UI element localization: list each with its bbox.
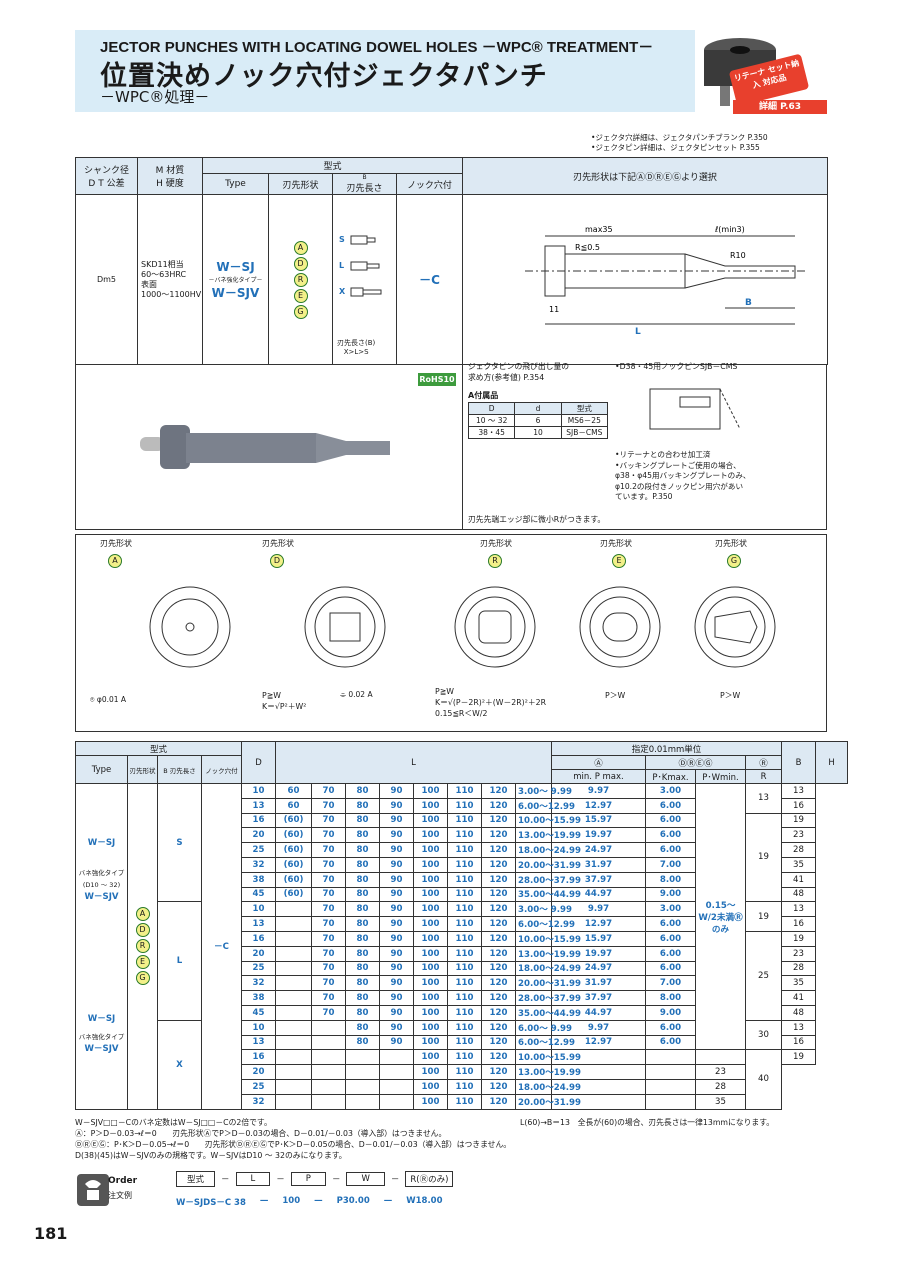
tip-shapes-box bbox=[75, 534, 827, 732]
bottom-notes: W－SJV□□－Cのバネ定数はW－SJ□□－Cの2倍です。Ⓐ：P＞D－0.03→… bbox=[75, 1118, 512, 1160]
tip-A: A bbox=[293, 240, 308, 255]
order-format: 型式－ L－ P－ W－ R(Ⓡのみ) bbox=[176, 1171, 454, 1187]
edge-note: 刃先先端エッジ部に微小Rがつきます。 bbox=[468, 515, 606, 524]
knock-note: •D38・45用ノックピンSJB－CMS bbox=[615, 362, 738, 371]
bottom-note-right: L(60)→B＝13 全長が(60)の場合、刃先長さは一律13mmになります。 bbox=[520, 1118, 775, 1127]
shape-E-label: E bbox=[612, 554, 626, 568]
phone-icon bbox=[77, 1174, 109, 1206]
svg-text:max35: max35 bbox=[585, 225, 613, 234]
header-band bbox=[75, 30, 695, 112]
page-number: 181 bbox=[34, 1224, 68, 1243]
tip-shapes-drawing bbox=[149, 586, 776, 668]
svg-text:11: 11 bbox=[549, 305, 559, 314]
punch-dimension-drawing: max35 ℓ(min3) R≦0.5 R10 L B 11 bbox=[525, 225, 806, 337]
rohs-badge: RoHS10 bbox=[418, 373, 456, 386]
title-en: JECTOR PUNCHES WITH LOCATING DOWEL HOLES… bbox=[100, 39, 654, 56]
title-jp: 位置決めノック穴付ジェクタパンチ bbox=[100, 61, 548, 92]
top-notes: •ジェクタ穴詳細は、ジェクタパンチブランク P.350•ジェクタピン詳細は、ジェ… bbox=[591, 133, 768, 152]
order-example: W－SJDS－C 38—100—P30.00—W18.00 bbox=[176, 1196, 443, 1208]
retainer-notes: •リテーナとの合わせ加工済•バッキングプレートご使用の場合、φ38・φ45用バッ… bbox=[615, 450, 751, 501]
punch-photo bbox=[140, 425, 390, 469]
detail-link[interactable]: 詳細 P.63 bbox=[733, 100, 827, 114]
subtitle: －WPC®処理－ bbox=[100, 88, 210, 106]
svg-text:B: B bbox=[745, 298, 752, 308]
pin-note: ジェクタピンの飛び出し量の求め方(参考値) P.354 bbox=[468, 362, 570, 382]
shape-R-label: R bbox=[488, 554, 502, 568]
svg-text:L: L bbox=[635, 327, 641, 337]
knock-pin-drawing bbox=[649, 388, 741, 430]
shape-D-label: D bbox=[270, 554, 284, 568]
svg-text:R≦0.5: R≦0.5 bbox=[575, 243, 600, 252]
svg-text:ℓ(min3): ℓ(min3) bbox=[714, 225, 745, 234]
accessory-title: A付属品 bbox=[468, 391, 499, 400]
svg-text:R10: R10 bbox=[730, 251, 746, 260]
shape-A-label: A bbox=[108, 554, 122, 568]
photo-notes-box bbox=[75, 365, 827, 530]
shape-G-label: G bbox=[727, 554, 741, 568]
